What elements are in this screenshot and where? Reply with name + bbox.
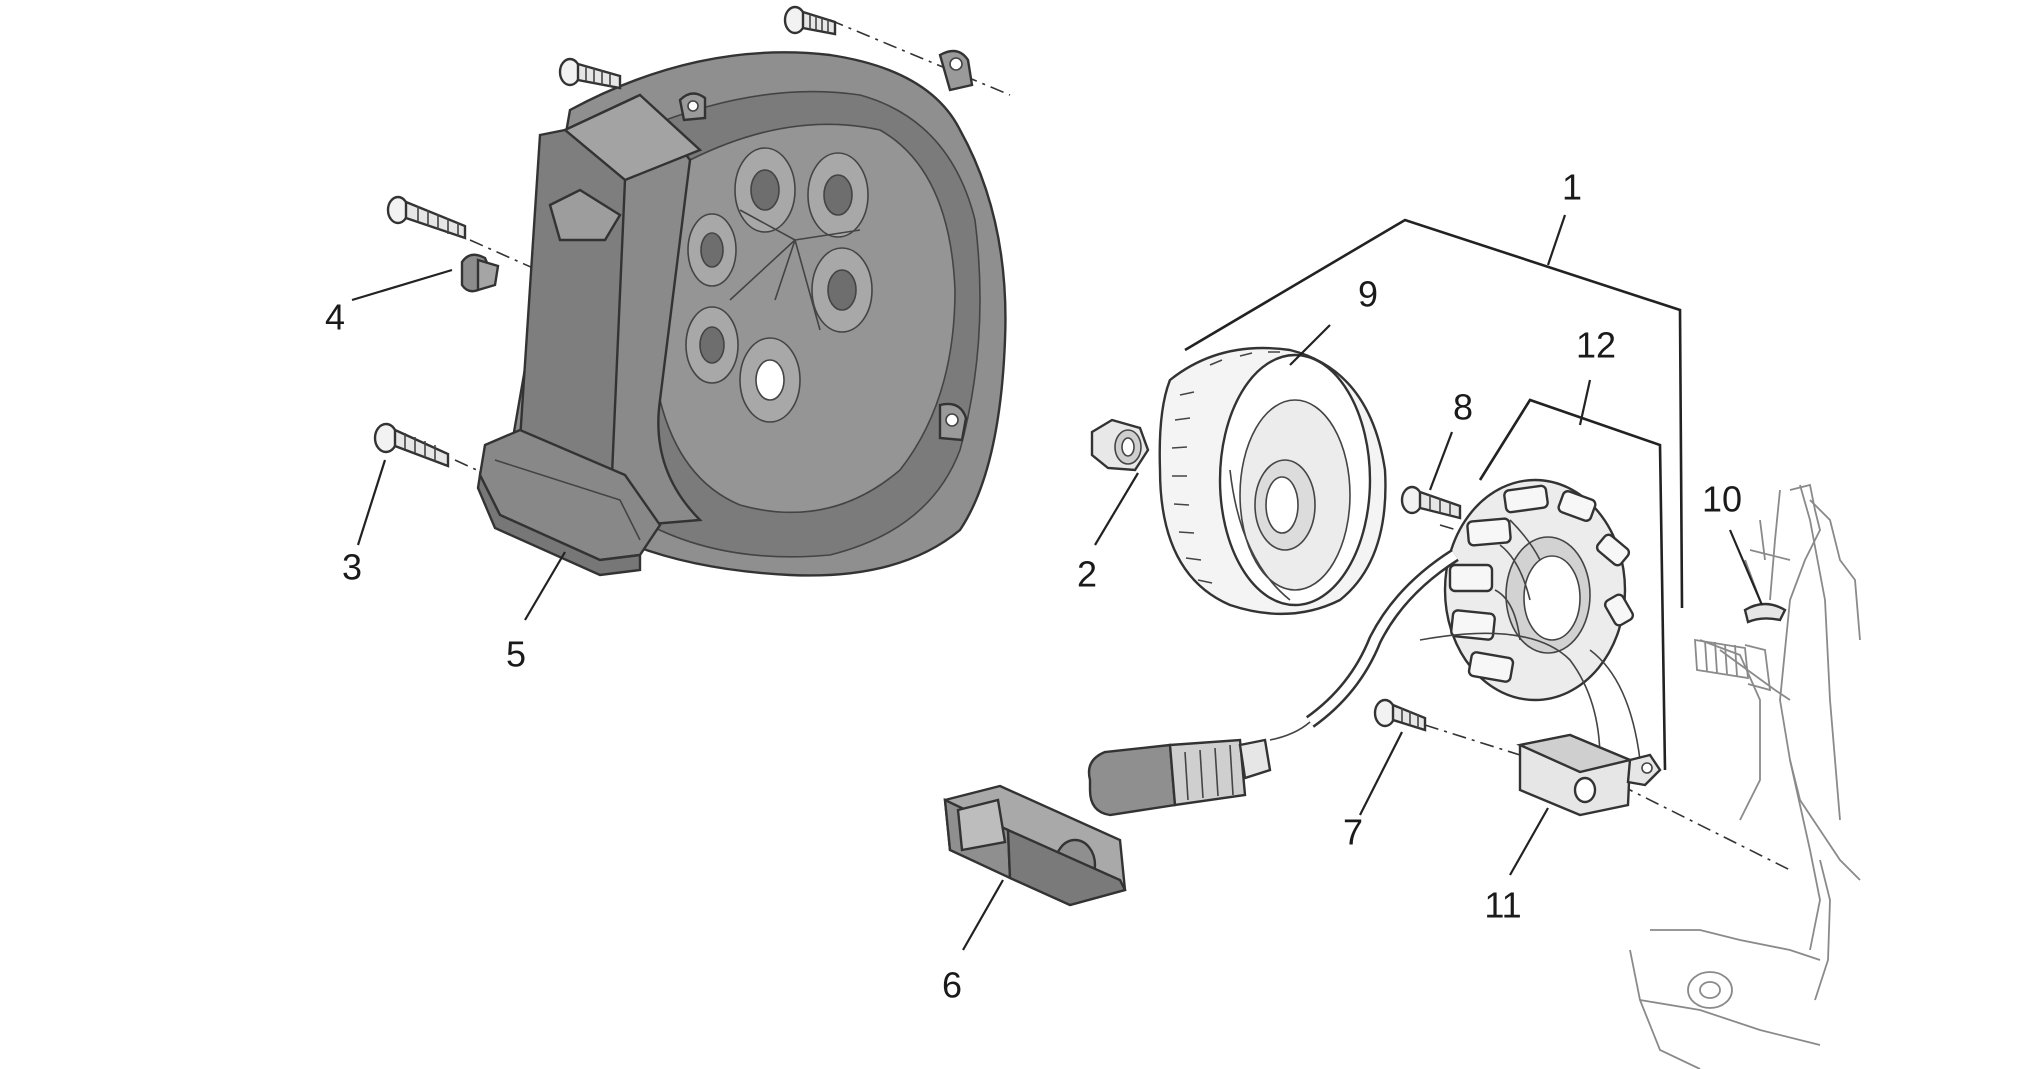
label-part-8: 8 [1453,387,1473,428]
label-part-4: 4 [325,297,345,338]
label-part-10: 10 [1702,479,1742,520]
label-part-7: 7 [1343,812,1363,853]
label-part-12: 12 [1576,325,1616,366]
screw-top-right [783,5,837,36]
connector-boot-part-6 [943,784,1127,907]
label-part-5: 5 [506,634,526,675]
fan-cover-part-5 [476,49,1007,577]
stator-wiring [1269,549,1641,761]
part-number-labels: 1 2 3 4 5 6 7 8 9 10 11 12 [325,167,1742,1006]
pickup-part-11 [1516,733,1662,817]
kit-bracket-part-12 [1478,398,1667,771]
wire-connector [1087,738,1272,817]
key-part-10 [1743,602,1787,624]
screw-part-7 [1373,698,1427,732]
label-part-3: 3 [342,547,362,588]
label-part-9: 9 [1358,274,1378,315]
flywheel-part-9 [1158,346,1387,616]
crankcase-ghost-outline [1629,483,1861,1069]
screw-top-left [558,57,622,90]
plug-part-4 [460,253,500,293]
screw-part-8 [1400,485,1462,520]
stator-part-12 [1443,478,1635,702]
leader-lines [351,214,1764,951]
screw-part-3 [373,422,450,468]
screw-middle-left [386,195,467,240]
label-part-11: 11 [1484,885,1521,926]
nut-part-2 [1090,418,1150,472]
kit-bracket-part-1 [1184,218,1684,609]
label-part-6: 6 [942,965,962,1006]
crankshaft-stub [1694,638,1772,692]
label-part-1: 1 [1562,167,1582,208]
fan-vent-lobes [685,147,873,423]
label-part-2: 2 [1077,554,1097,595]
